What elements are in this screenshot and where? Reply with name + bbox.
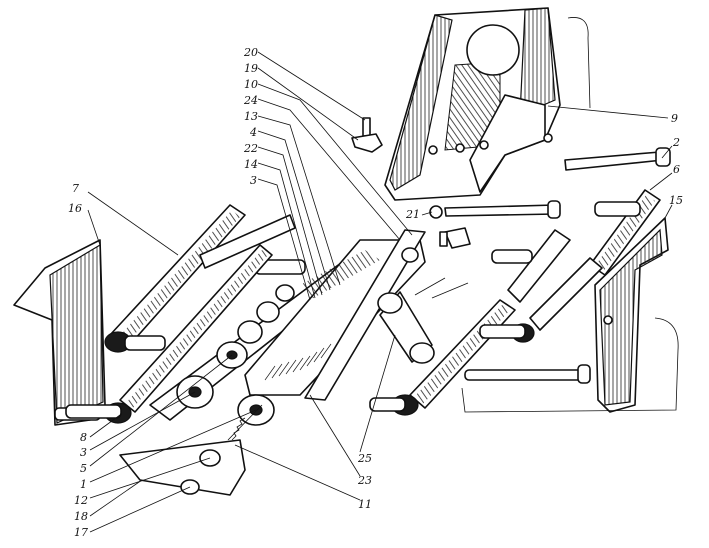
pin-2-part xyxy=(564,147,671,171)
callout-13: 13 xyxy=(244,110,258,123)
leader-lines xyxy=(87,51,673,533)
callout-16: 16 xyxy=(68,202,82,215)
callout-9: 9 xyxy=(671,112,678,125)
callout-10: 10 xyxy=(244,78,258,91)
callout-19: 19 xyxy=(244,62,258,75)
callout-1: 1 xyxy=(80,478,87,491)
callout-18: 18 xyxy=(74,510,88,523)
callout-14: 14 xyxy=(244,158,258,171)
callout-21: 21 xyxy=(405,208,420,221)
callout-labels: 20 19 10 24 13 4 22 14 3 9 2 6 21 15 7 1… xyxy=(68,46,683,539)
roller-25-part xyxy=(377,291,435,364)
callout-3-bottom: 3 xyxy=(80,446,87,459)
callout-8: 8 xyxy=(80,431,87,444)
fastener-19-20-part xyxy=(351,117,383,153)
callout-23: 23 xyxy=(357,474,372,487)
callout-20: 20 xyxy=(243,46,258,59)
pin-21-part xyxy=(429,200,561,219)
spring-part xyxy=(231,417,246,441)
side-plate-15-part xyxy=(461,217,679,413)
callout-2: 2 xyxy=(672,136,680,149)
callout-4: 4 xyxy=(249,126,257,139)
callout-24: 24 xyxy=(243,94,258,107)
shaft-6-part xyxy=(491,189,661,343)
callout-11: 11 xyxy=(358,498,372,511)
callout-22: 22 xyxy=(243,142,258,155)
callout-6: 6 xyxy=(673,163,680,176)
shaft-7-part xyxy=(104,204,306,353)
side-plate-16-part xyxy=(13,239,106,426)
callout-17: 17 xyxy=(74,526,88,539)
lower-right-shaft-part xyxy=(369,299,526,416)
cotter-pins-part xyxy=(414,227,471,299)
callout-15: 15 xyxy=(669,194,683,207)
top-bracket-part xyxy=(384,7,591,201)
callout-7: 7 xyxy=(72,182,79,195)
callout-3-top: 3 xyxy=(250,174,257,187)
callout-25: 25 xyxy=(357,452,372,465)
callout-5: 5 xyxy=(80,462,87,475)
callout-12: 12 xyxy=(74,494,88,507)
